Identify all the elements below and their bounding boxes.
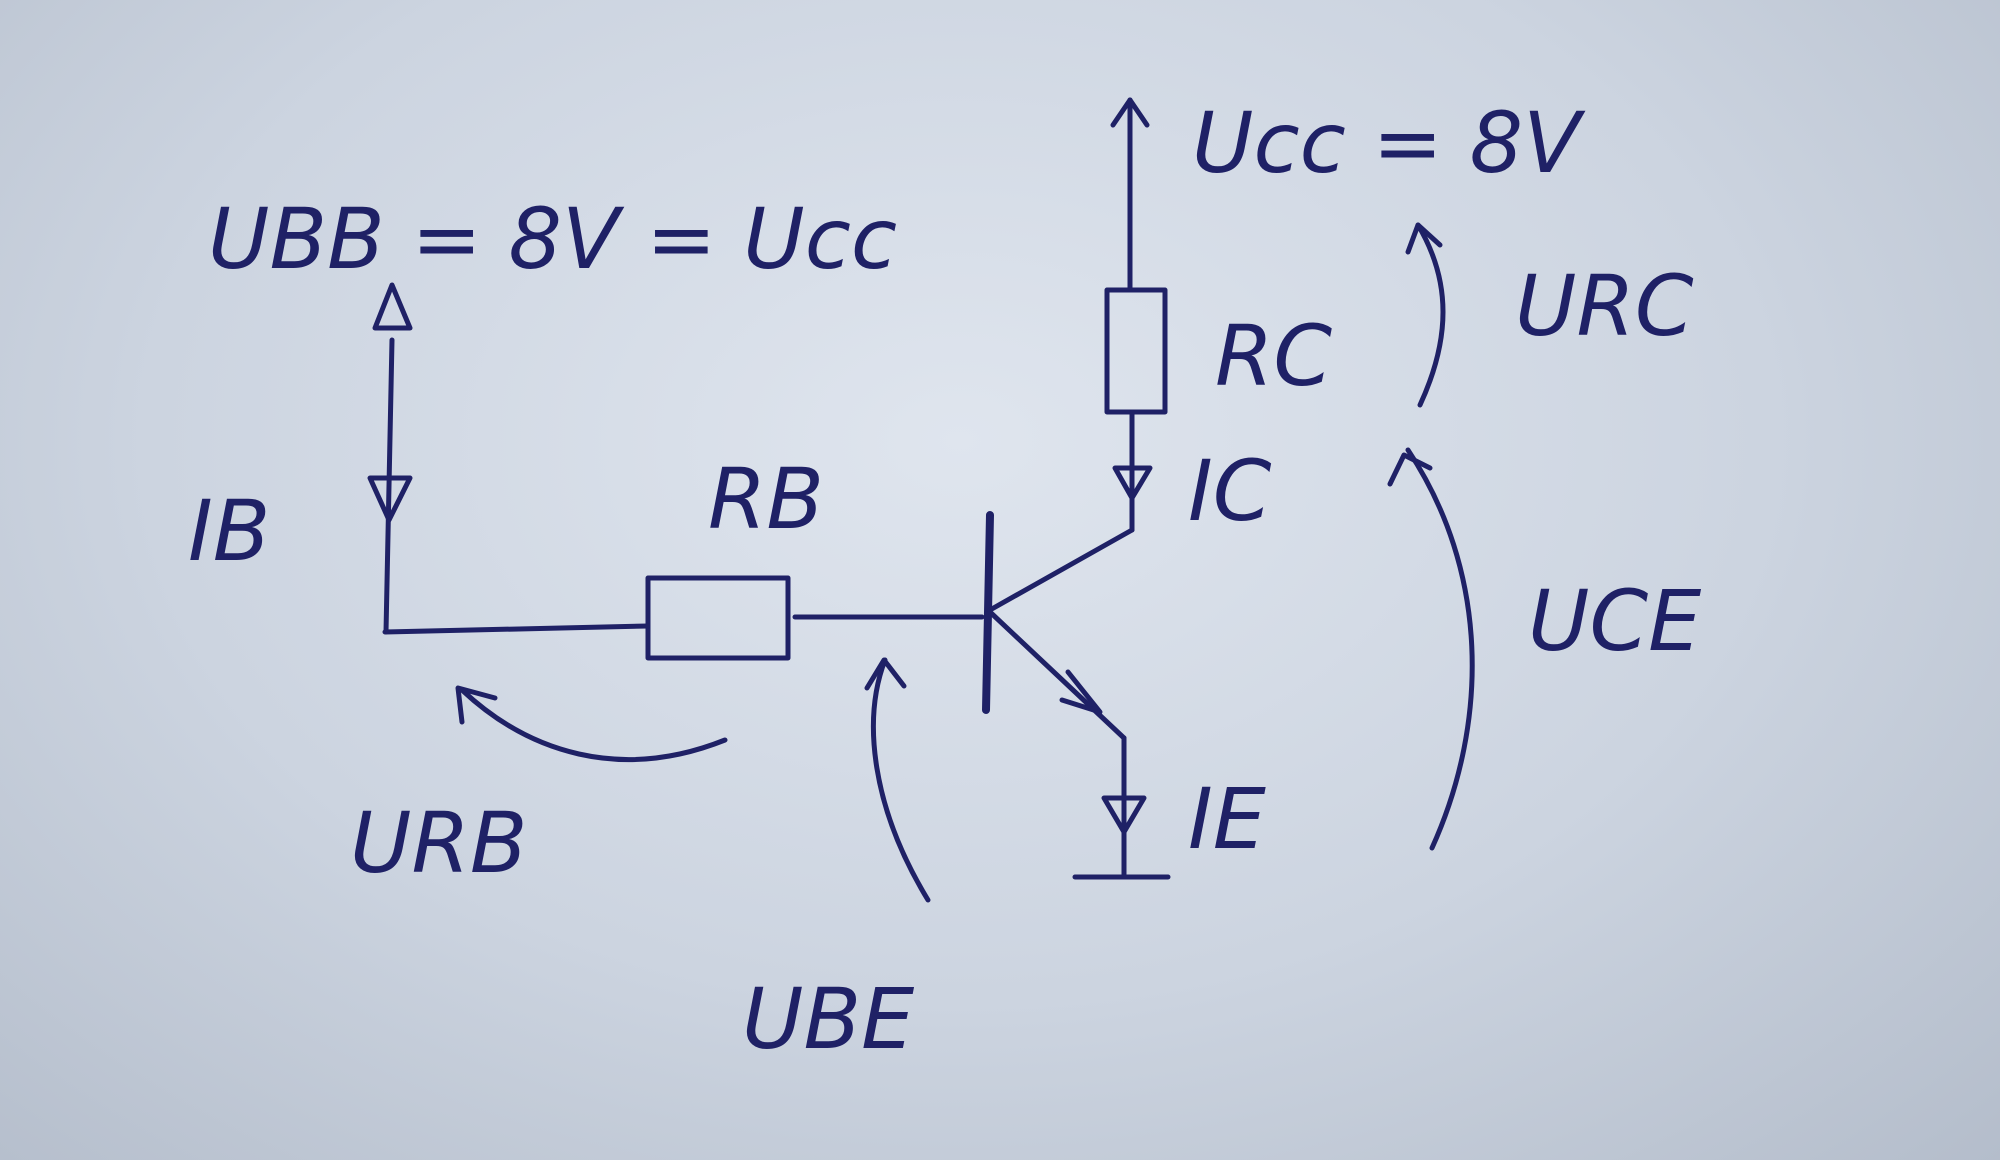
uce-voltage-arrow: [1405, 447, 1475, 851]
ubb-label: UBB = 8V = Ucc: [208, 190, 897, 288]
urc-label: URC: [1515, 257, 1694, 355]
supply-rail: [1110, 97, 1150, 293]
resistor-rc: [1104, 287, 1168, 415]
rb-label: RB: [708, 450, 824, 548]
urc-voltage-arrow: [1415, 222, 1446, 408]
ube-label: UBE: [742, 970, 914, 1068]
emitter-current-arrow: [1101, 735, 1147, 878]
ucc-label: Ucc = 8V: [1192, 94, 1586, 192]
npn-transistor: [982, 511, 1135, 741]
ie-label: IE: [1188, 770, 1266, 868]
resistor-rb: [645, 575, 791, 661]
input-wire: [382, 623, 651, 635]
urc-arrowhead: [1405, 222, 1443, 255]
ube-arrowhead: [864, 657, 907, 691]
ic-label: IC: [1188, 442, 1272, 540]
uce-label: UCE: [1528, 572, 1701, 670]
urb-arrowhead: [455, 685, 498, 725]
ube-voltage-arrow: [871, 657, 931, 903]
urb-label: URB: [350, 794, 527, 892]
collector-current-arrow: [1112, 409, 1153, 533]
ib-label: IB: [188, 482, 270, 580]
uce-arrowhead: [1387, 452, 1433, 487]
urb-voltage-arrow: [459, 687, 728, 762]
base-supply-terminal: [372, 282, 413, 331]
rc-label: RC: [1215, 307, 1332, 405]
base-current-arrow: [367, 337, 413, 635]
